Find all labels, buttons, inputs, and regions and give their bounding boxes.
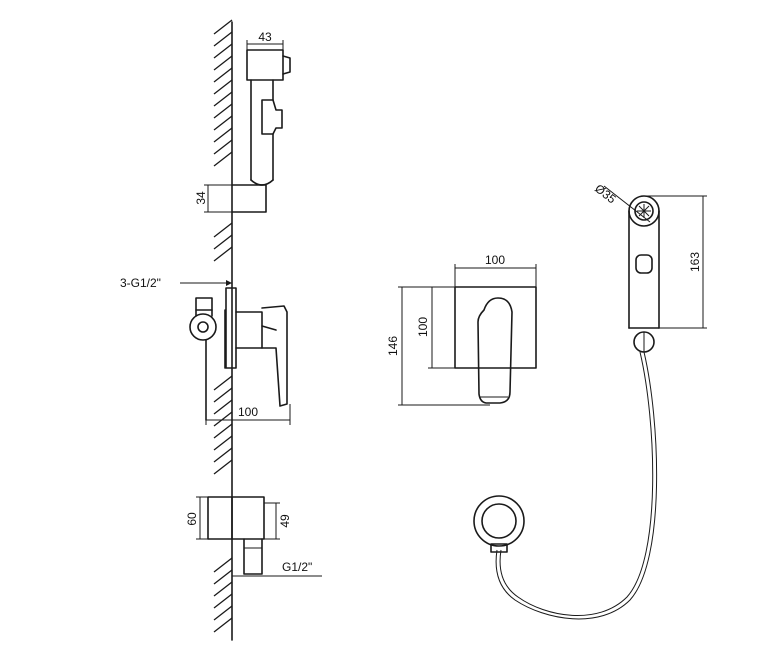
wall-hatch-line (213, 31, 233, 47)
elbow-side-view (207, 496, 265, 575)
mixer-body (205, 309, 226, 421)
dim-bracket-height: 34 (194, 184, 232, 213)
hose-inner (499, 351, 654, 616)
wall-hatch-line (213, 151, 233, 167)
dim-outlet-label: G1/2" (282, 560, 312, 574)
wall-hatch-line (213, 91, 233, 107)
wall-hatch-line (213, 103, 233, 119)
dim-49-label: 49 (278, 514, 292, 528)
dim-60-label: 60 (185, 512, 199, 526)
holder-top-block (246, 49, 284, 81)
elbow-outlet (243, 538, 263, 575)
holder-side-view (231, 49, 291, 213)
holder-top-tip (282, 55, 291, 75)
holder-wall-bracket (231, 184, 267, 213)
dim-34-label: 34 (194, 191, 208, 205)
dim-inlet-arrow (226, 280, 232, 286)
wall-hatch-line (213, 435, 233, 451)
mixer-front-view (454, 286, 537, 404)
wall-hatch-line (213, 246, 233, 262)
wall-hatch-line (213, 569, 233, 585)
elbow-front-inner (481, 503, 517, 539)
wall-hatch-line (213, 127, 233, 143)
mixer-inlet-nut (195, 297, 213, 311)
dim-plate-h-label: 100 (416, 317, 430, 337)
wall-hatch-line (213, 43, 233, 59)
mixer-inlet-ring (189, 313, 217, 341)
wall-hatch-line (213, 447, 233, 463)
wall-hatch-line (213, 234, 233, 250)
hose-and-elbow-front (473, 351, 658, 620)
mixer-lever (261, 305, 288, 407)
front-lever (477, 297, 513, 404)
dim-diameter-label: Ø35 (592, 181, 619, 206)
wall (213, 19, 233, 641)
handshower-body (628, 210, 660, 329)
holder-stem (250, 79, 274, 181)
wall-hatch-line (213, 411, 233, 427)
dim-front-width-label: 100 (485, 253, 505, 267)
handshower-spray-holes (637, 204, 651, 218)
dim-front-plate-height: 100 (416, 287, 455, 369)
dim-diameter-leader (603, 185, 651, 223)
hose (495, 351, 658, 620)
handshower-front-view (628, 195, 660, 353)
wall-hatch-line (213, 399, 233, 415)
wall-hatch-line (213, 423, 233, 439)
dim-mixer-inlet: 3-G1/2" (120, 276, 232, 290)
dim-inlet-label: 3-G1/2" (120, 276, 161, 290)
dim-146-label: 146 (386, 336, 400, 356)
dim-163-label: 163 (688, 252, 702, 272)
elbow-front-outer (473, 495, 525, 547)
wall-hatch-line (213, 605, 233, 621)
mixer-inlet-neck (195, 309, 213, 317)
wall-hatch-line (213, 222, 233, 238)
elbow-body (231, 496, 265, 540)
mixer-lever-detail (261, 325, 277, 331)
handshower-head-inner (634, 201, 654, 221)
wall-hatch-line (213, 459, 233, 475)
holder-stem-end (250, 179, 274, 186)
wall-hatch-line (213, 375, 233, 391)
dim-elbow-height: 60 (185, 496, 208, 540)
wall-hatch-line (213, 593, 233, 609)
wall-hatch-line (213, 139, 233, 155)
wall-hatch-line (213, 617, 233, 633)
wall-hatch-line (213, 581, 233, 597)
wall-hatch-line (213, 557, 233, 573)
mixer-side-view (189, 287, 288, 421)
dim-mixer-depth: 100 (205, 404, 291, 425)
elbow-front-outlet (490, 543, 508, 553)
dim-front-width: 100 (454, 253, 537, 287)
dim-43-label: 43 (258, 30, 272, 44)
handshower-button (635, 254, 653, 274)
mixer-inlet-hole (197, 321, 209, 333)
wall-hatching (213, 19, 233, 633)
front-plate (454, 286, 537, 369)
wall-hatch-line (213, 67, 233, 83)
wall-hatch-line (213, 79, 233, 95)
mixer-housing (235, 311, 263, 349)
wall-hatch-line (213, 55, 233, 71)
holder-button (261, 99, 283, 135)
wall-hatch-line (213, 19, 233, 35)
wall-hatch-line (213, 115, 233, 131)
dim-elbow-outlet: G1/2" (232, 560, 322, 577)
wall-hatch-line (213, 387, 233, 403)
dim-holder-width: 43 (246, 30, 284, 50)
dim-handshower-length: 163 (644, 195, 707, 329)
elbow-in-wall (207, 496, 233, 540)
dim-front-total: 146 (386, 286, 490, 406)
dim-elbow-inner: 49 (264, 502, 292, 540)
mixer-wall-plate (225, 287, 237, 369)
dim-depth-label: 100 (238, 405, 258, 419)
